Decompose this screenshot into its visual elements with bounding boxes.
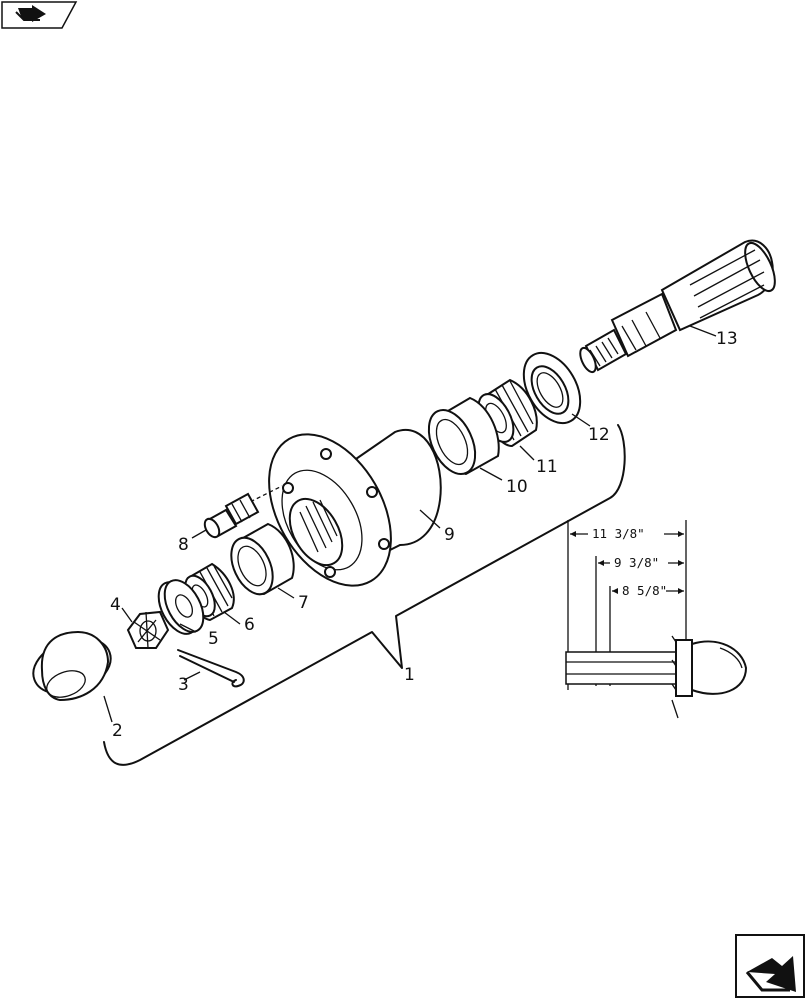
castle-nut-part-4 [126,610,170,649]
callout-13: 13 [716,329,738,349]
dimension-overall: 11 3/8" [592,526,645,541]
callout-12: 12 [588,425,610,445]
book-arrow-icon[interactable] [1,1,78,29]
bearing-cup-part-7 [230,522,295,596]
callout-4: 4 [110,595,121,615]
callout-3: 3 [178,675,189,695]
dust-cap-part-2 [32,630,112,702]
callout-6: 6 [244,615,255,635]
dimension-short: 8 5/8" [622,583,667,598]
callout-2: 2 [112,721,123,741]
dimension-inset [565,520,748,719]
spindle-part-13 [579,239,776,374]
callout-8: 8 [178,535,189,555]
stud-part-8 [203,485,283,539]
callout-5: 5 [208,629,219,649]
next-page-arrow-icon[interactable] [735,934,805,998]
washer-part-5 [157,579,205,635]
callout-1: 1 [404,665,415,685]
cotter-pin-part-3 [177,649,245,688]
hub-part-9 [268,428,442,587]
callout-9: 9 [444,525,455,545]
dimension-middle: 9 3/8" [614,555,659,570]
callout-7: 7 [298,593,309,613]
assembly-bracket [103,424,626,766]
callout-11: 11 [536,457,558,477]
callout-10: 10 [506,477,528,497]
seal-part-12 [522,351,582,425]
